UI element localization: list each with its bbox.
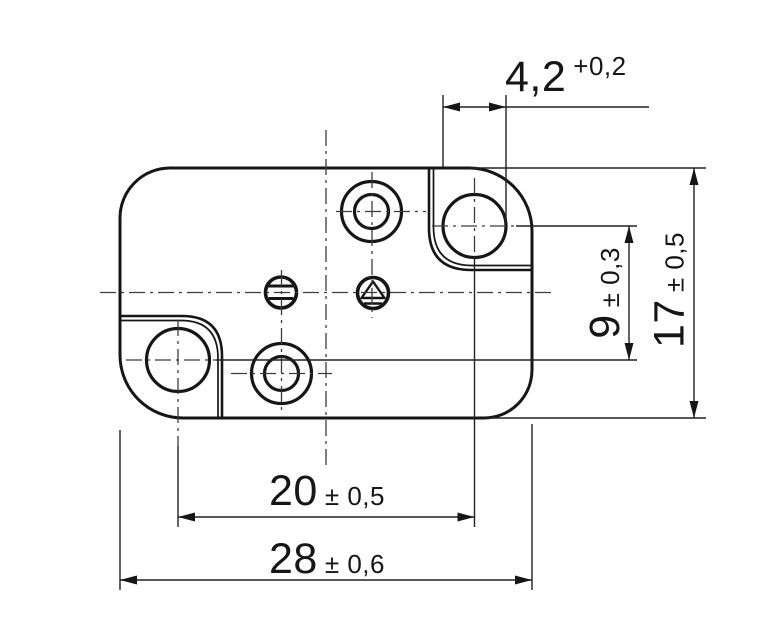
arrow-dia-right: [489, 102, 506, 112]
step-edge-bottom-left-outer: [120, 314, 224, 418]
dimension-hole-diameter: 4,2 +0,2: [505, 51, 685, 108]
dimension-tolerance: +0,2: [573, 51, 627, 81]
dimension-tolerance: ± 0,5: [324, 481, 385, 511]
step-edge-bottom-left-inner: [120, 319, 219, 418]
dimension-tolerance: ± 0,5: [659, 232, 690, 293]
dimension-tolerance: ± 0,6: [324, 549, 385, 579]
dimension-value: 28: [269, 535, 318, 583]
dimension-value: 20: [269, 467, 318, 515]
dimension-hole-vertical-spacing: 9 ± 0,3: [581, 218, 630, 368]
arrow-20-right: [457, 512, 475, 522]
arrow-28-right: [515, 575, 532, 585]
arrow-9-bottom: [624, 343, 634, 360]
arrow-9-top: [624, 226, 634, 243]
arrow-dia-left: [443, 102, 460, 112]
dimension-value: 9: [581, 314, 629, 339]
arrow-17-top: [689, 168, 699, 185]
dimension-value: 4,2: [505, 53, 567, 101]
dimension-tolerance: ± 0,3: [595, 247, 625, 308]
dimension-plate-width: 28 ± 0,6: [247, 538, 407, 584]
step-edge-top-right-outer: [427, 168, 532, 272]
arrow-20-left: [178, 512, 195, 522]
dimension-hole-horizontal-spacing: 20 ± 0,5: [247, 470, 407, 516]
dimension-plate-height: 17 ± 0,5: [645, 203, 695, 378]
dimension-value: 17: [645, 299, 694, 348]
triangle-pin-triangle: [360, 280, 386, 300]
triangle-pin-symbol: [355, 275, 391, 311]
arrow-17-bottom: [689, 401, 699, 418]
arrow-28-left: [120, 575, 137, 585]
step-edge-top-right-inner: [432, 168, 532, 267]
